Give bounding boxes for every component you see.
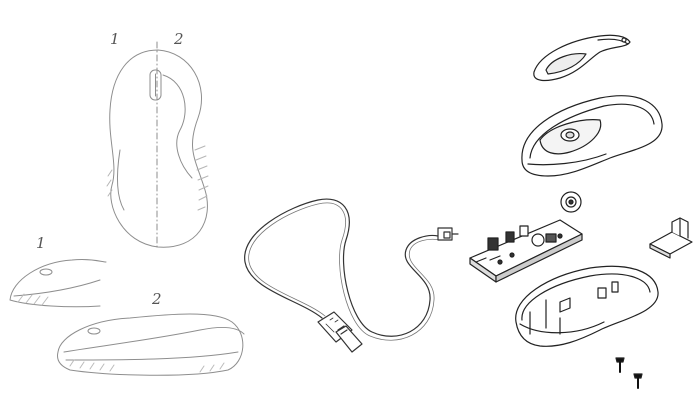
pencil-sketches [9, 41, 245, 376]
upper-shell-part [521, 95, 663, 177]
top-view-part-2-label: 2 [174, 30, 184, 48]
circuit-board-part [469, 219, 583, 283]
top-cover-part [533, 34, 631, 82]
screw-part-1 [615, 357, 625, 373]
scroll-wheel-part [560, 191, 582, 213]
top-view-scroll-wheel [149, 69, 162, 101]
usb-cable [244, 198, 439, 337]
lower-shell-part [515, 265, 659, 347]
cable-connector [437, 227, 459, 241]
screw-part-2 [633, 373, 643, 389]
side-view-1-outline [9, 258, 107, 308]
usb-plug [317, 311, 363, 353]
top-view-part-1-label: 1 [110, 30, 120, 48]
bracket-part [649, 217, 693, 259]
side-view-1-label: 1 [36, 234, 46, 252]
top-view-mouse-outline [109, 49, 208, 248]
side-view-2-outline [57, 313, 244, 376]
side-view-2-label: 2 [152, 290, 162, 308]
